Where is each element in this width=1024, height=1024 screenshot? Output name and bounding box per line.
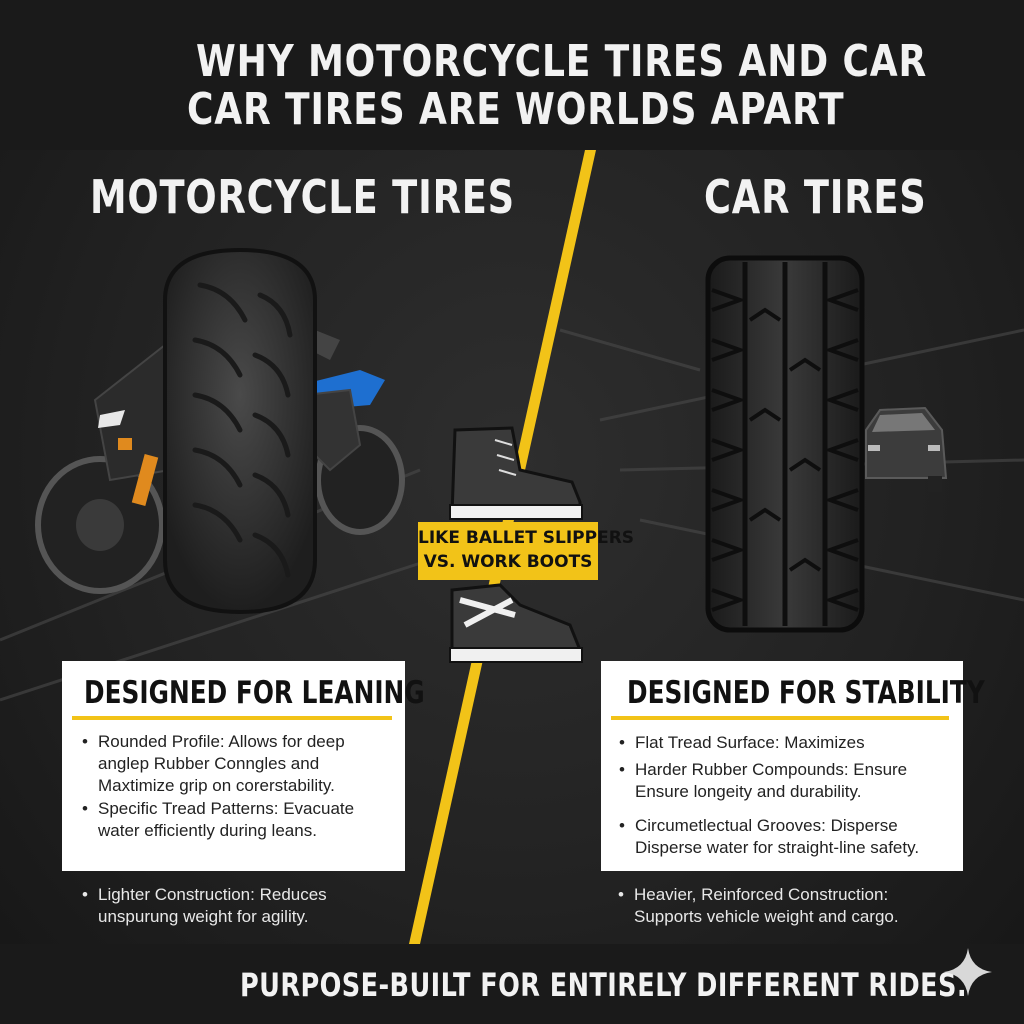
car-heading: CAR TIRES	[704, 170, 927, 224]
motorcycle-card-title: DESIGNED FOR LEANING	[84, 675, 425, 711]
bullet-text: Rounded Profile: Allows for deep anglep …	[98, 732, 345, 795]
car-tire-icon	[705, 255, 865, 633]
bullet-dot: •	[82, 732, 88, 751]
motorcycle-tire-icon	[163, 247, 317, 615]
car-icon	[865, 406, 948, 492]
title-band	[0, 0, 1024, 150]
car-card: DESIGNED FOR STABILITY • Flat Tread Surf…	[601, 661, 985, 871]
bullet-text: Specific Tread Patterns: Evacuate water …	[98, 799, 355, 840]
footer-band: PURPOSE-BUILT FOR ENTIRELY DIFFERENT RID…	[0, 944, 1024, 1024]
title-line-2: CAR TIRES ARE WORLDS APART	[187, 84, 845, 135]
bullet-text: Lighter Construction: Reduces unspurung …	[98, 885, 327, 926]
sparkle-icon	[944, 948, 992, 996]
motorcycle-icon	[35, 330, 405, 594]
car-card-title: DESIGNED FOR STABILITY	[627, 675, 985, 711]
bullet-text: Harder Rubber Compounds: Ensure Ensure l…	[635, 760, 908, 801]
car-bullet: • Circumetlectual Grooves: Disperse Disp…	[619, 815, 955, 859]
bullet-dot: •	[619, 816, 625, 835]
badge-line-1: LIKE BALLET SLIPPERS	[418, 528, 635, 548]
bullet-text: Heavier, Reinforced Construction: Suppor…	[634, 885, 899, 926]
badge-line-2: VS. WORK BOOTS	[423, 552, 593, 572]
bullet-dot: •	[82, 799, 88, 818]
motorcycle-bullet: • Specific Tread Patterns: Evacuate wate…	[82, 798, 398, 842]
card-rule	[72, 716, 392, 720]
car-bullet: • Flat Tread Surface: Maximizes	[619, 732, 955, 754]
title-line-1: WHY MOTORCYCLE TIRES AND CAR	[196, 36, 928, 87]
work-boot-icon	[449, 426, 583, 520]
bullet-text: Flat Tread Surface: Maximizes	[635, 733, 865, 752]
ballet-slipper-icon	[449, 583, 583, 663]
bullet-text: Circumetlectual Grooves: Disperse Disper…	[635, 816, 920, 857]
motorcycle-bullet: • Lighter Construction: Reduces unspurun…	[82, 884, 398, 928]
bullet-dot: •	[619, 760, 625, 779]
bullet-dot: •	[82, 885, 88, 904]
car-bullet: • Harder Rubber Compounds: Ensure Ensure…	[619, 759, 955, 803]
comparison-badge: LIKE BALLET SLIPPERS VS. WORK BOOTS	[418, 522, 635, 580]
bullet-dot: •	[618, 885, 624, 904]
motorcycle-card: DESIGNED FOR LEANING • Rounded Profile: …	[62, 661, 425, 871]
motorcycle-bullet: • Rounded Profile: Allows for deep angle…	[82, 731, 398, 797]
bullet-dot: •	[619, 733, 625, 752]
card-rule	[611, 716, 949, 720]
motorcycle-heading: MOTORCYCLE TIRES	[90, 170, 515, 224]
car-bullet: • Heavier, Reinforced Construction: Supp…	[618, 884, 944, 928]
footer-text: PURPOSE-BUILT FOR ENTIRELY DIFFERENT RID…	[240, 966, 967, 1004]
